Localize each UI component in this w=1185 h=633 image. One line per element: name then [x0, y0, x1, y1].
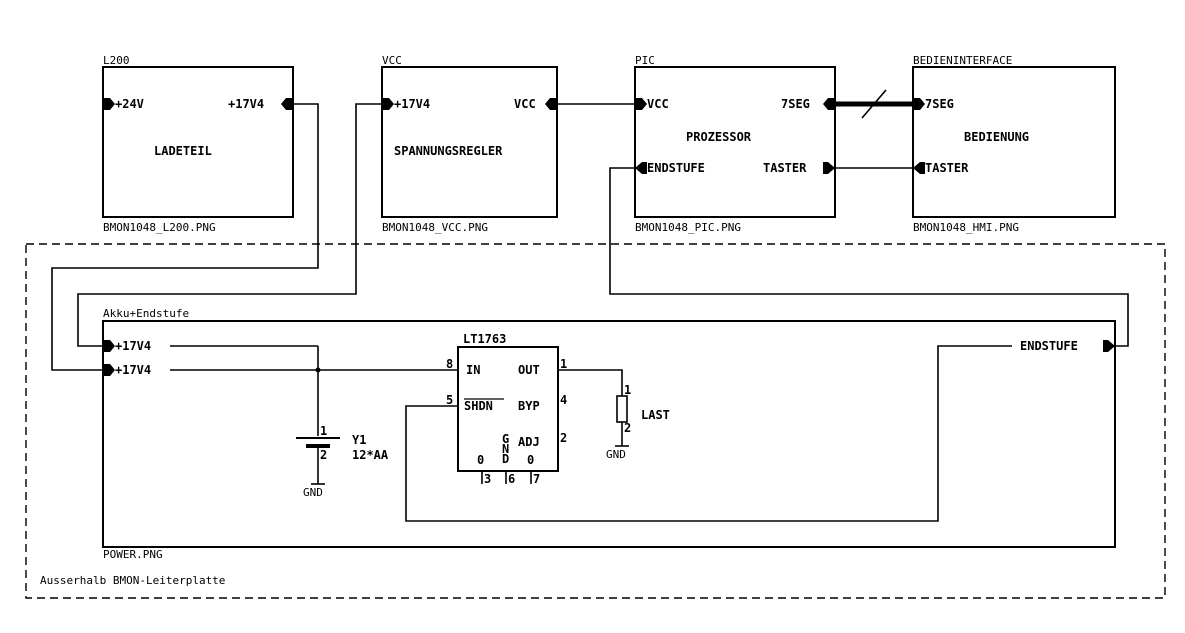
block-l200-pin-out: +17V4: [228, 97, 264, 111]
block-hmi-file: BMON1048_HMI.PNG: [913, 221, 1019, 234]
block-pic-port-vcc-icon: [635, 98, 647, 110]
block-vcc-pin-out: VCC: [514, 97, 536, 111]
regulator-pin-out: OUT: [518, 363, 540, 377]
block-vcc-title: VCC: [382, 54, 402, 67]
block-l200-file: BMON1048_L200.PNG: [103, 221, 216, 234]
block-power-pin-a: +17V4: [115, 339, 151, 353]
regulator-name: LT1763: [463, 332, 506, 346]
block-vcc-box: [381, 66, 558, 218]
block-l200-center: LADETEIL: [154, 144, 212, 158]
block-pic-box: [634, 66, 836, 218]
load-resistor[interactable]: 1 2 LAST GND: [606, 383, 670, 461]
block-power[interactable]: Akku+Endstufe +17V4 +17V4 ENDSTUFE POWER…: [102, 307, 1116, 561]
regulator-num-8: 8: [446, 357, 453, 371]
block-vcc-pin-in: +17V4: [394, 97, 430, 111]
block-pic-pin-vcc: VCC: [647, 97, 669, 111]
block-hmi-title: BEDIENINTERFACE: [913, 54, 1012, 67]
battery-gnd: GND: [303, 486, 323, 499]
battery-pin1: 1: [320, 424, 327, 438]
regulator-num-7: 7: [533, 472, 540, 486]
block-l200-port-in-icon: [103, 98, 115, 110]
block-hmi-box: [912, 66, 1116, 218]
regulator-lt1763[interactable]: LT1763 8 IN OUT 1 5 SHDN BYP 4 G N D ADJ…: [446, 332, 567, 486]
block-pic-pin-taster: TASTER: [763, 161, 807, 175]
regulator-pin-adj: ADJ: [518, 435, 540, 449]
load-pin2: 2: [624, 421, 631, 435]
wire-l200-out: [51, 103, 319, 371]
regulator-num-5: 5: [446, 393, 453, 407]
regulator-gnd-g: G: [502, 432, 509, 446]
regulator-zero-left: 0: [477, 453, 484, 467]
battery-ref: Y1: [352, 433, 366, 447]
junction-dot: [315, 367, 321, 373]
load-pin1: 1: [624, 383, 631, 397]
block-power-pin-b: +17V4: [115, 363, 151, 377]
regulator-num-6: 6: [508, 472, 515, 486]
block-pic-file: BMON1048_PIC.PNG: [635, 221, 741, 234]
block-pic-port-taster-icon: [823, 162, 835, 174]
battery-value: 12*AA: [352, 448, 389, 462]
block-l200-title: L200: [103, 54, 130, 67]
block-vcc-port-out-icon: [545, 98, 557, 110]
regulator-gnd-d: D: [502, 452, 509, 466]
block-hmi-center: BEDIENUNG: [964, 130, 1029, 144]
outer-area-border: [25, 243, 1166, 599]
block-pic-center: PROZESSOR: [686, 130, 752, 144]
regulator-pin-in: IN: [466, 363, 480, 377]
block-hmi-pin-7seg: 7SEG: [925, 97, 954, 111]
block-power-port-b-icon: [103, 364, 115, 376]
load-resistor-body: [616, 395, 628, 423]
regulator-num-2: 2: [560, 431, 567, 445]
block-l200-pin-in: +24V: [115, 97, 144, 111]
wire-endstufe: [609, 167, 1129, 347]
block-hmi[interactable]: BEDIENINTERFACE 7SEG BEDIENUNG TASTER BM…: [912, 54, 1116, 234]
block-power-file: POWER.PNG: [103, 548, 163, 561]
block-l200-port-out-icon: [281, 98, 293, 110]
battery-y1[interactable]: 1 2 Y1 12*AA GND: [296, 424, 389, 499]
block-power-pin-endstufe: ENDSTUFE: [1020, 339, 1078, 353]
load-label: LAST: [641, 408, 670, 422]
block-hmi-port-7seg-icon: [913, 98, 925, 110]
battery-pin2: 2: [320, 448, 327, 462]
regulator-pin-shdn: SHDN: [464, 399, 493, 413]
wire-vcc-in: [77, 103, 382, 347]
block-vcc-center: SPANNUNGSREGLER: [394, 144, 503, 158]
block-vcc-port-in-icon: [382, 98, 394, 110]
block-l200-box: [102, 66, 294, 218]
block-pic-port-endstufe-icon: [635, 162, 647, 174]
block-pic-pin-endstufe: ENDSTUFE: [647, 161, 705, 175]
regulator-pin-byp: BYP: [518, 399, 540, 413]
block-hmi-pin-taster: TASTER: [925, 161, 969, 175]
block-pic[interactable]: PIC VCC 7SEG PROZESSOR ENDSTUFE TASTER B…: [634, 54, 836, 234]
regulator-num-4: 4: [560, 393, 567, 407]
block-vcc-file: BMON1048_VCC.PNG: [382, 221, 488, 234]
block-hmi-port-taster-icon: [913, 162, 925, 174]
regulator-num-3: 3: [484, 472, 491, 486]
block-power-box: [102, 320, 1116, 548]
regulator-zero-right: 0: [527, 453, 534, 467]
regulator-gnd-n: N: [502, 442, 509, 456]
bus-7seg-slash: [861, 89, 887, 119]
block-pic-port-7seg-icon: [823, 98, 835, 110]
block-power-title: Akku+Endstufe: [103, 307, 189, 320]
block-pic-pin-7seg: 7SEG: [781, 97, 810, 111]
load-gnd: GND: [606, 448, 626, 461]
regulator-body: [457, 346, 559, 472]
block-pic-title: PIC: [635, 54, 655, 67]
block-power-port-endstufe-icon: [1103, 340, 1115, 352]
block-l200[interactable]: L200 +24V +17V4 LADETEIL BMON1048_L200.P…: [102, 54, 294, 234]
regulator-num-1: 1: [560, 357, 567, 371]
outer-area-label: Ausserhalb BMON-Leiterplatte: [40, 574, 225, 587]
wire-shdn-loop: [405, 345, 1012, 522]
wire-out-to-load: [558, 369, 623, 396]
block-power-port-a-icon: [103, 340, 115, 352]
block-vcc[interactable]: VCC +17V4 VCC SPANNUNGSREGLER BMON1048_V…: [381, 54, 558, 234]
